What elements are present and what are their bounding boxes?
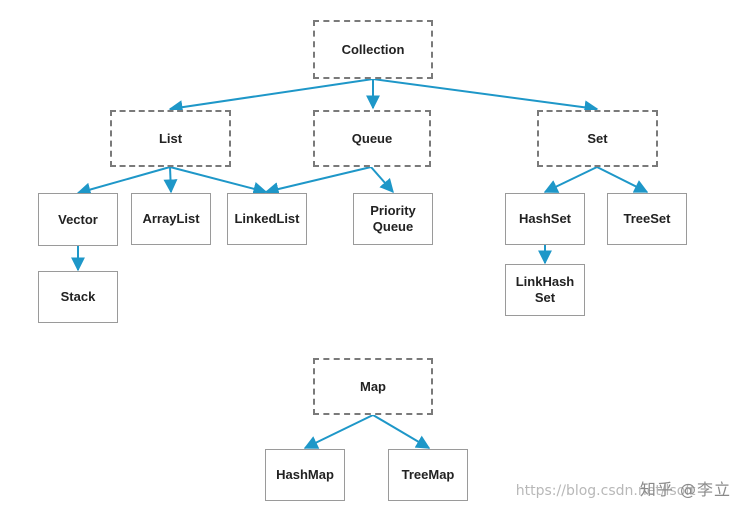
arrow-set-to-treeset (596, 166, 649, 193)
node-queue: Queue (313, 110, 431, 167)
arrow-collection-to-list (168, 78, 374, 115)
arrow-map-to-hashmap (303, 414, 374, 449)
arrow-list-to-arraylist (163, 166, 178, 194)
node-treeset: TreeSet (607, 193, 687, 245)
node-hashmap: HashMap (265, 449, 345, 501)
node-hashset: HashSet (505, 193, 585, 245)
arrow-map-to-treemap (372, 414, 431, 449)
watermark-url: https://blog.csdn.net/lsoft (515, 483, 696, 499)
node-map: Map (313, 358, 433, 415)
arrow-queue-to-linkedlist (264, 166, 372, 196)
watermark-zhihu: 知乎 @李立 (639, 480, 731, 499)
node-collection: Collection (313, 20, 433, 79)
arrow-collection-to-set (372, 78, 599, 115)
node-arraylist: ArrayList (131, 193, 211, 245)
node-stack: Stack (38, 271, 118, 323)
arrow-queue-to-priorityqueue (370, 166, 394, 194)
watermark: https://blog.csdn.net/lsoft 知乎 @李立 (516, 476, 731, 500)
node-list: List (110, 110, 231, 167)
node-linkhashset: LinkHash Set (505, 264, 585, 316)
arrow-list-to-vector (76, 166, 171, 197)
node-priorityqueue: Priority Queue (353, 193, 433, 245)
node-linkedlist: LinkedList (227, 193, 307, 245)
arrow-list-to-linkedlist (169, 166, 268, 196)
node-treemap: TreeMap (388, 449, 468, 501)
node-vector: Vector (38, 193, 118, 246)
node-set: Set (537, 110, 658, 167)
arrow-set-to-hashset (543, 166, 598, 193)
